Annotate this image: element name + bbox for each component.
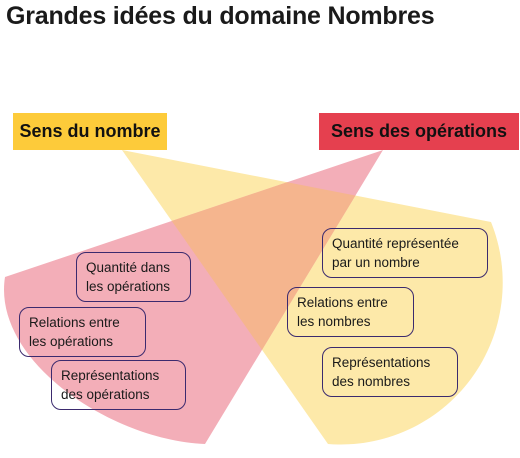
bubble-representations-nombres: Représentations des nombres xyxy=(322,347,458,397)
bubble-line: Représentations xyxy=(332,355,431,370)
heading-sens-des-operations: Sens des opérations xyxy=(319,113,519,150)
bubble-line: Quantité dans xyxy=(86,260,171,275)
bubble-relations-nombres: Relations entre les nombres xyxy=(287,287,414,337)
bubble-relations-operations: Relations entre les opérations xyxy=(19,307,146,357)
bubble-line: Relations entre xyxy=(297,295,388,310)
bubble-line: Relations entre xyxy=(29,315,120,330)
bubble-line: des opérations xyxy=(61,387,150,402)
bubble-line: les opérations xyxy=(29,334,114,349)
bubble-line: Quantité représentée xyxy=(332,236,459,251)
bubble-line: les opérations xyxy=(86,279,171,294)
bubble-representations-operations: Représentations des opérations xyxy=(51,360,186,410)
bubble-quantite-operations: Quantité dans les opérations xyxy=(76,252,191,302)
bubble-line: les nombres xyxy=(297,314,371,329)
bubble-line: Représentations xyxy=(61,368,160,383)
bubble-line: des nombres xyxy=(332,374,411,389)
bubble-quantite-nombre: Quantité représentée par un nombre xyxy=(322,228,488,278)
page-title: Grandes idées du domaine Nombres xyxy=(6,2,435,30)
heading-sens-du-nombre: Sens du nombre xyxy=(13,113,167,150)
bubble-line: par un nombre xyxy=(332,255,420,270)
